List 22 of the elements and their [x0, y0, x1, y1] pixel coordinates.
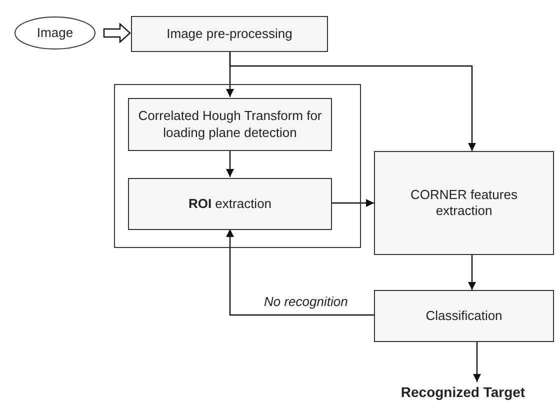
- arrow: [226, 150, 234, 177]
- arrow: [468, 255, 476, 290]
- node-label: Classification: [424, 308, 504, 324]
- arrow: [229, 52, 476, 151]
- node-label: Image: [36, 24, 74, 42]
- process-box: [128, 178, 332, 230]
- node-label: CORNER features extraction: [410, 186, 518, 220]
- node-label: ROI extraction: [187, 196, 273, 212]
- arrow: [226, 229, 374, 316]
- process-box: [128, 98, 332, 151]
- group-frame: [114, 84, 361, 248]
- block-arrow: [103, 22, 131, 44]
- process-box: [131, 16, 328, 52]
- start-ellipse: [14, 16, 96, 50]
- process-box: [374, 290, 554, 342]
- node-label: Correlated Hough Transform for loading plane detection: [137, 108, 323, 141]
- edge-label: No recognition: [262, 294, 350, 309]
- process-box: [374, 151, 554, 255]
- arrow: [473, 342, 481, 382]
- output-label: Recognized Target: [400, 384, 526, 402]
- node-label: Image pre-processing: [166, 26, 294, 42]
- arrow: [331, 199, 374, 207]
